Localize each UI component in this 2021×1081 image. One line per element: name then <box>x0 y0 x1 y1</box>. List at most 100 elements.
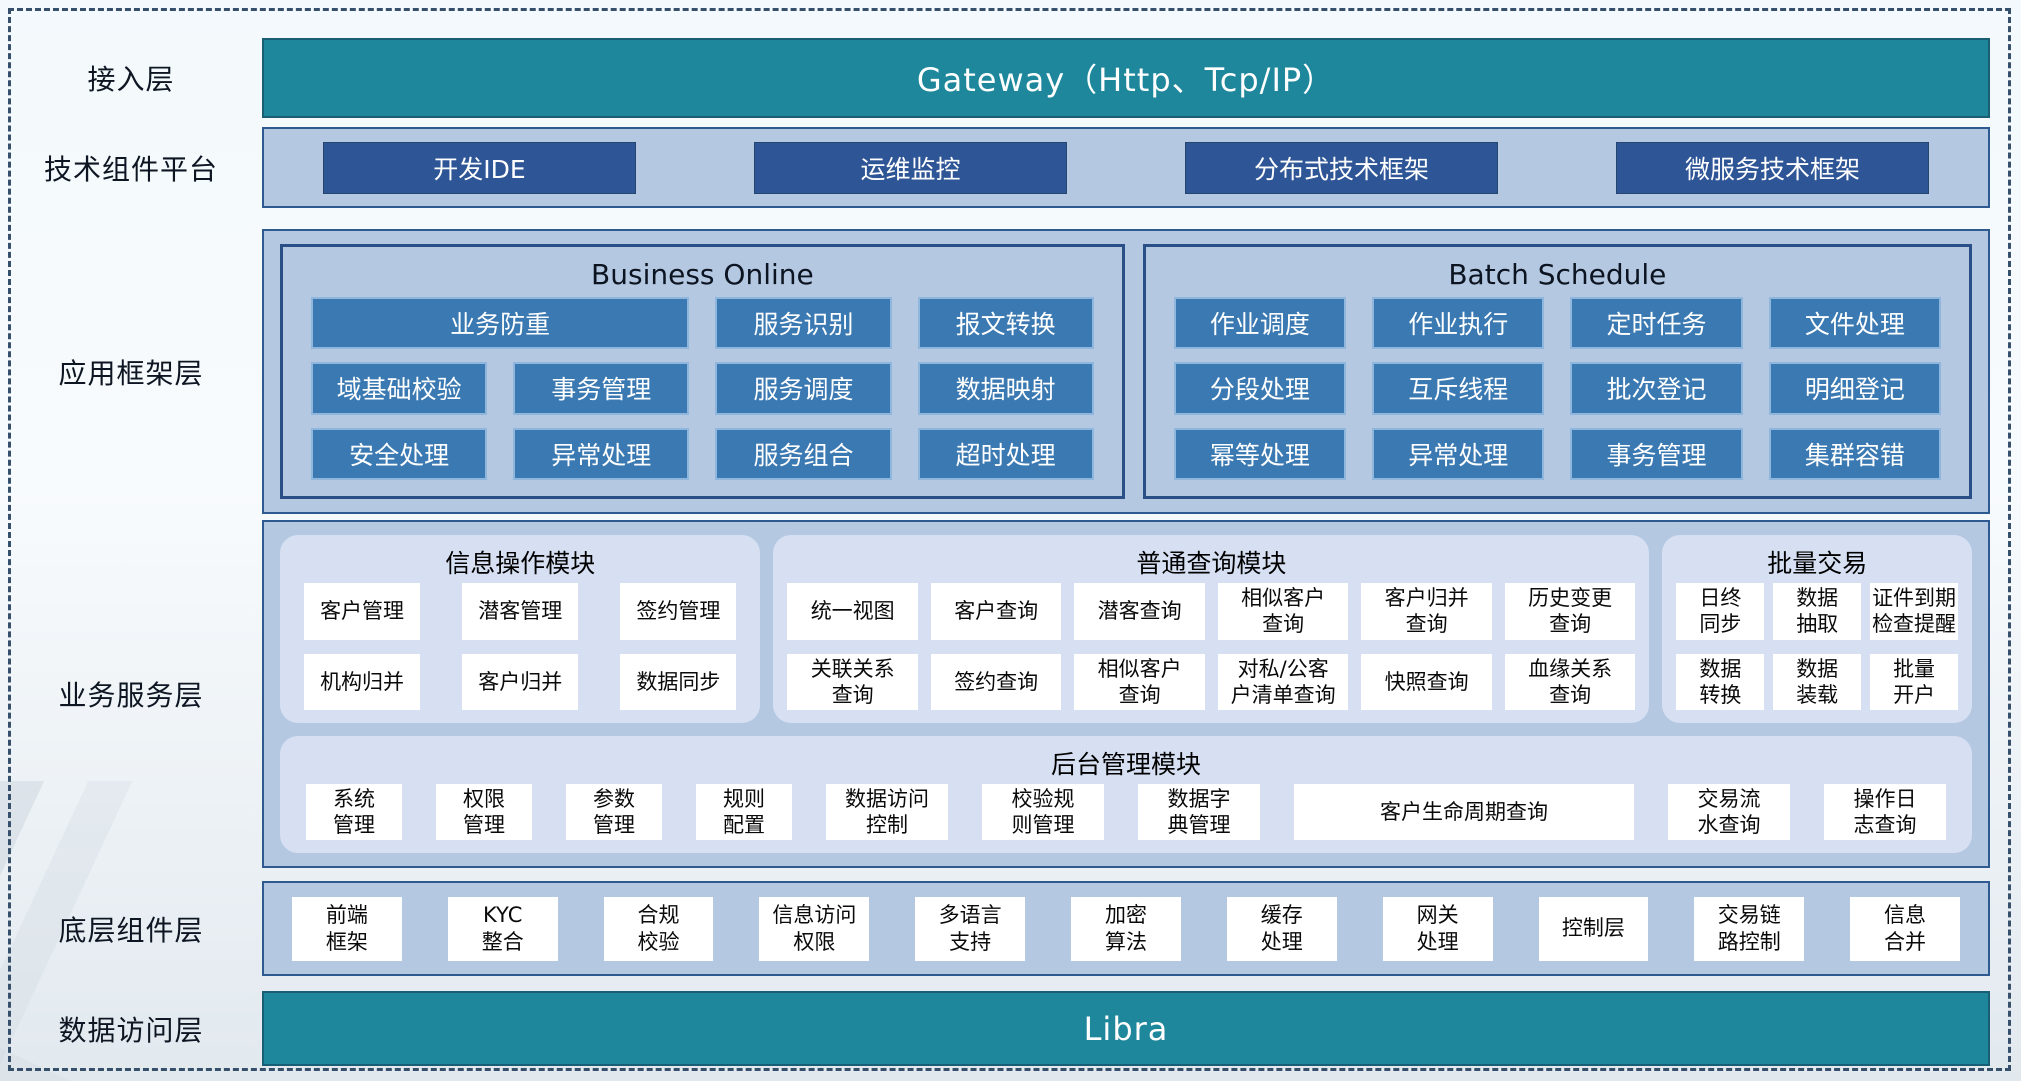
base-components-row: 底层组件层 前端 框架 KYC 整合 合规 校验 信息访问 权限 多语言 支持 … <box>0 881 2021 976</box>
access-layer-row: 接入层 Gateway（Http、Tcp/IP） <box>0 38 2021 118</box>
tech-item-ops-monitor: 运维监控 <box>754 141 1067 194</box>
tech-platform-label: 技术组件平台 <box>43 152 218 186</box>
common-query-grid: 统一视图 客户查询 潜客查询 相似客户 查询 客户归并 查询 历史变更 查询 关… <box>787 583 1636 711</box>
trade-item: 日终 同步 <box>1676 583 1765 640</box>
bs-item: 文件处理 <box>1768 297 1941 350</box>
batch-schedule-title: Batch Schedule <box>1448 257 1667 291</box>
libra-bar: Libra <box>262 991 1990 1066</box>
info-operation-grid: 客户管理 潜客管理 签约管理 机构归并 客户归并 数据同步 <box>294 583 746 711</box>
app-framework-gutter: 应用框架层 <box>0 229 262 514</box>
base-item: 信息访问 权限 <box>759 896 870 961</box>
tech-item-dev-ide: 开发IDE <box>323 141 636 194</box>
query-item: 相似客户 查询 <box>1074 653 1205 711</box>
bo-item: 超时处理 <box>917 427 1094 480</box>
admin-item: 规则 配置 <box>696 784 792 840</box>
access-layer-label: 接入层 <box>87 63 175 96</box>
batch-schedule-box: Batch Schedule 作业调度 作业执行 定时任务 文件处理 分段处理 … <box>1142 244 1972 499</box>
bo-item: 事务管理 <box>513 362 690 415</box>
admin-item: 数据访问 控制 <box>826 784 948 840</box>
trade-item: 批量 开户 <box>1870 653 1958 711</box>
common-query-module: 普通查询模块 统一视图 客户查询 潜客查询 相似客户 查询 客户归并 查询 历史… <box>773 535 1650 724</box>
bo-item: 业务防重 <box>311 297 690 350</box>
info-item: 数据同步 <box>620 653 737 711</box>
query-item: 签约查询 <box>930 653 1062 711</box>
business-online-grid: 业务防重 服务识别 报文转换 域基础校验 事务管理 服务调度 数据映射 安全处理… <box>311 297 1094 480</box>
info-item: 机构归并 <box>304 653 421 711</box>
base-components-gutter: 底层组件层 <box>0 881 262 976</box>
tech-item-distributed-framework: 分布式技术框架 <box>1185 141 1498 194</box>
query-item: 统一视图 <box>787 583 918 640</box>
common-query-title: 普通查询模块 <box>1136 549 1287 578</box>
query-item: 客户归并 查询 <box>1361 583 1492 640</box>
business-online-box: Business Online 业务防重 服务识别 报文转换 域基础校验 事务管… <box>280 244 1125 499</box>
base-components-label: 底层组件层 <box>58 913 204 947</box>
trade-item: 数据 装载 <box>1773 653 1862 711</box>
query-item: 关联关系 查询 <box>787 653 918 711</box>
query-item: 对私/公客 户清单查询 <box>1217 653 1349 711</box>
tech-platform-gutter: 技术组件平台 <box>0 127 262 208</box>
base-item: 网关 处理 <box>1382 896 1493 961</box>
info-item: 潜客管理 <box>462 583 579 640</box>
base-item: 控制层 <box>1538 896 1649 961</box>
business-service-panel: 信息操作模块 客户管理 潜客管理 签约管理 机构归并 客户归并 数据同步 普通查… <box>262 520 1990 868</box>
app-framework-row: 应用框架层 Business Online 业务防重 服务识别 报文转换 域基础… <box>0 229 2021 514</box>
base-item: 加密 算法 <box>1071 896 1181 961</box>
admin-item: 客户生命周期查询 <box>1294 784 1634 840</box>
base-item: 前端 框架 <box>292 896 402 961</box>
access-layer-gutter: 接入层 <box>0 38 262 118</box>
admin-item: 系统 管理 <box>306 784 402 840</box>
trade-item: 数据 转换 <box>1676 653 1765 711</box>
data-access-label: 数据访问层 <box>58 1013 204 1047</box>
bo-item: 域基础校验 <box>311 362 488 415</box>
batch-trade-module: 批量交易 日终 同步 数据 抽取 证件到期 检查提醒 数据 转换 数据 装载 批… <box>1662 535 1972 724</box>
admin-item: 校验规 则管理 <box>982 784 1104 840</box>
bs-item: 批次登记 <box>1570 362 1743 415</box>
data-access-row: 数据访问层 Libra <box>0 991 2021 1066</box>
backend-admin-module: 后台管理模块 系统 管理 权限 管理 参数 管理 规则 配置 数据访问 控制 校… <box>280 736 1972 853</box>
base-item: 信息 合并 <box>1850 896 1960 961</box>
info-operation-title: 信息操作模块 <box>445 549 596 578</box>
bs-item: 幂等处理 <box>1173 427 1347 480</box>
admin-item: 操作日 志查询 <box>1824 784 1946 840</box>
bo-item: 服务组合 <box>715 427 892 480</box>
bo-item: 服务识别 <box>715 297 892 350</box>
bo-item: 报文转换 <box>917 297 1094 350</box>
bs-item: 明细登记 <box>1768 362 1941 415</box>
bo-item: 异常处理 <box>513 427 690 480</box>
info-item: 客户归并 <box>462 653 579 711</box>
tech-platform-panel: 开发IDE 运维监控 分布式技术框架 微服务技术框架 <box>262 127 1990 208</box>
query-item: 血缘关系 查询 <box>1504 653 1636 711</box>
bs-item: 分段处理 <box>1173 362 1347 415</box>
batch-trade-grid: 日终 同步 数据 抽取 证件到期 检查提醒 数据 转换 数据 装载 批量 开户 <box>1676 583 1958 711</box>
data-access-gutter: 数据访问层 <box>0 991 262 1066</box>
bs-item: 事务管理 <box>1570 427 1743 480</box>
query-item: 相似客户 查询 <box>1217 583 1349 640</box>
base-item: 交易链 路控制 <box>1694 896 1805 961</box>
batch-schedule-grid: 作业调度 作业执行 定时任务 文件处理 分段处理 互斥线程 批次登记 明细登记 … <box>1173 297 1941 480</box>
base-item: KYC 整合 <box>447 896 558 961</box>
admin-item: 数据字 典管理 <box>1138 784 1260 840</box>
bs-item: 作业执行 <box>1372 297 1545 350</box>
business-online-title: Business Online <box>591 257 814 291</box>
tech-item-microservice-framework: 微服务技术框架 <box>1616 141 1929 194</box>
business-service-gutter: 业务服务层 <box>0 520 262 868</box>
bo-item: 安全处理 <box>311 427 488 480</box>
service-top-modules: 信息操作模块 客户管理 潜客管理 签约管理 机构归并 客户归并 数据同步 普通查… <box>280 535 1972 724</box>
admin-item: 权限 管理 <box>436 784 532 840</box>
bo-item: 服务调度 <box>715 362 892 415</box>
batch-trade-title: 批量交易 <box>1767 549 1868 578</box>
bo-item: 数据映射 <box>917 362 1094 415</box>
backend-admin-title: 后台管理模块 <box>1050 750 1201 780</box>
info-item: 客户管理 <box>304 583 421 640</box>
trade-item: 数据 抽取 <box>1773 583 1862 640</box>
gateway-bar: Gateway（Http、Tcp/IP） <box>262 38 1990 118</box>
business-service-label: 业务服务层 <box>58 679 204 712</box>
base-components-panel: 前端 框架 KYC 整合 合规 校验 信息访问 权限 多语言 支持 加密 算法 … <box>262 881 1990 976</box>
bs-item: 集群容错 <box>1768 427 1941 480</box>
admin-item: 交易流 水查询 <box>1668 784 1790 840</box>
backend-admin-items: 系统 管理 权限 管理 参数 管理 规则 配置 数据访问 控制 校验规 则管理 … <box>294 784 1958 840</box>
bs-item: 作业调度 <box>1173 297 1347 350</box>
bs-item: 异常处理 <box>1372 427 1545 480</box>
query-item: 快照查询 <box>1361 653 1492 711</box>
info-operation-module: 信息操作模块 客户管理 潜客管理 签约管理 机构归并 客户归并 数据同步 <box>280 535 761 724</box>
